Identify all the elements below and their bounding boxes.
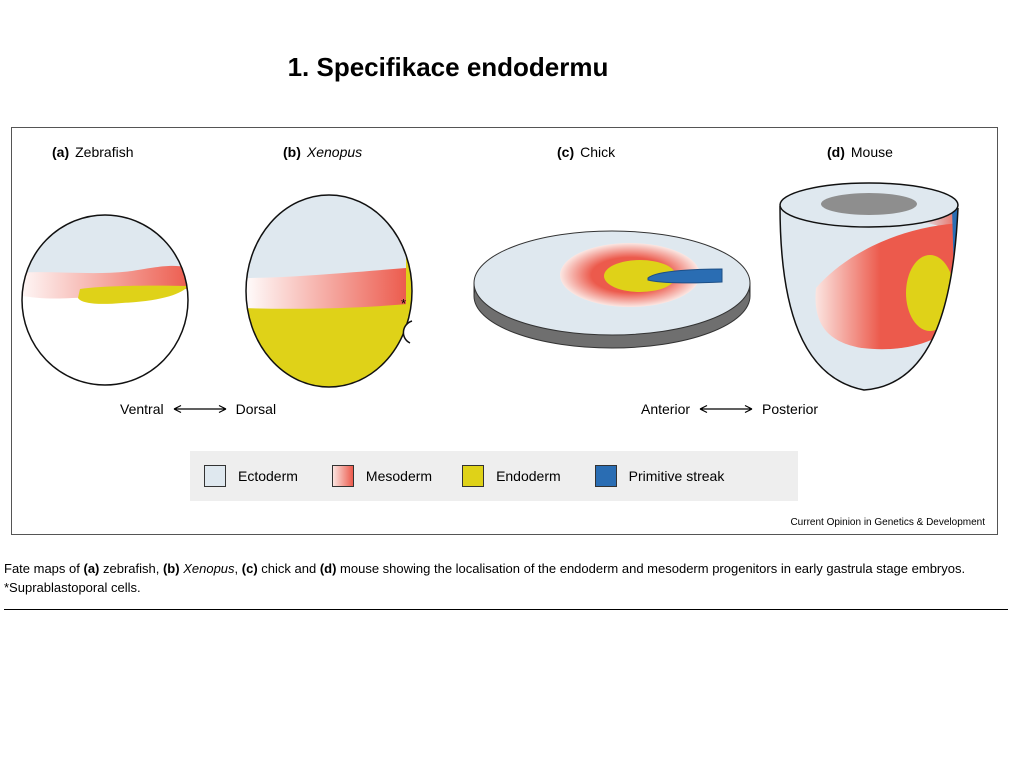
figure-credit: Current Opinion in Genetics & Developmen… [790,517,985,528]
zebrafish-endoderm [78,285,188,304]
xenopus-embryo: * [245,194,413,388]
double-arrow-icon [173,404,226,414]
xenopus-blastopore [402,320,413,344]
figure-box: * (a)Zebrafish (b)Xenopus (c)Chic [11,127,998,535]
chick-embryo [473,230,751,349]
axis-dorsal-label: Dorsal [235,401,277,417]
xenopus-endoderm [246,302,412,387]
double-arrow-icon [699,404,753,414]
legend-item-mesoderm: Mesoderm [331,465,433,487]
axis-ventral-dorsal: Ventral Dorsal [120,401,276,417]
chick-endoderm [604,260,676,292]
mesoderm-swatch [331,465,354,487]
mouse-embryo [779,182,959,391]
mouse-endoderm [906,255,954,331]
ectoderm-swatch [204,465,226,487]
panel-label-chick: (c)Chick [557,144,616,160]
caption-divider [4,609,1008,610]
axis-anterior-label: Anterior [641,401,691,417]
primitive-streak-swatch [594,465,617,487]
axis-ventral-label: Ventral [120,401,164,417]
panel-label-mouse: (d)Mouse [827,144,893,160]
legend-item-endoderm: Endoderm [462,465,561,487]
figure-caption: Fate maps of (a) zebrafish, (b) Xenopus,… [4,561,966,595]
legend-label-mesoderm: Mesoderm [365,468,433,484]
axis-posterior-label: Posterior [762,401,819,417]
legend-label-endoderm: Endoderm [496,468,561,484]
slide-title: 1. Specifikace endodermu [0,52,1024,83]
legend-item-primitive-streak: Primitive streak [594,465,725,487]
axis-anterior-posterior: Anterior Posterior [641,401,818,417]
suprablastoporal-asterisk: * [401,296,406,311]
legend-item-ectoderm: Ectoderm [204,465,298,487]
slide-title-text: 1. Specifikace endodermu [287,52,609,82]
fate-map-diagram: * [21,182,959,391]
zebrafish-ectoderm [22,215,188,275]
legend-label-primitive-streak: Primitive streak [628,468,725,484]
panel-label-xenopus: (b)Xenopus [283,144,363,160]
xenopus-mesoderm [246,268,408,309]
legend-label-ectoderm: Ectoderm [238,468,298,484]
chick-primitive-streak [647,268,723,284]
zebrafish-embryo [21,214,189,386]
mouse-cavity [821,193,917,215]
endoderm-swatch [462,465,485,487]
legend: Ectoderm Mesoderm Endoderm Primitive str… [190,451,798,501]
panel-label-zebrafish: (a)Zebrafish [52,144,134,160]
